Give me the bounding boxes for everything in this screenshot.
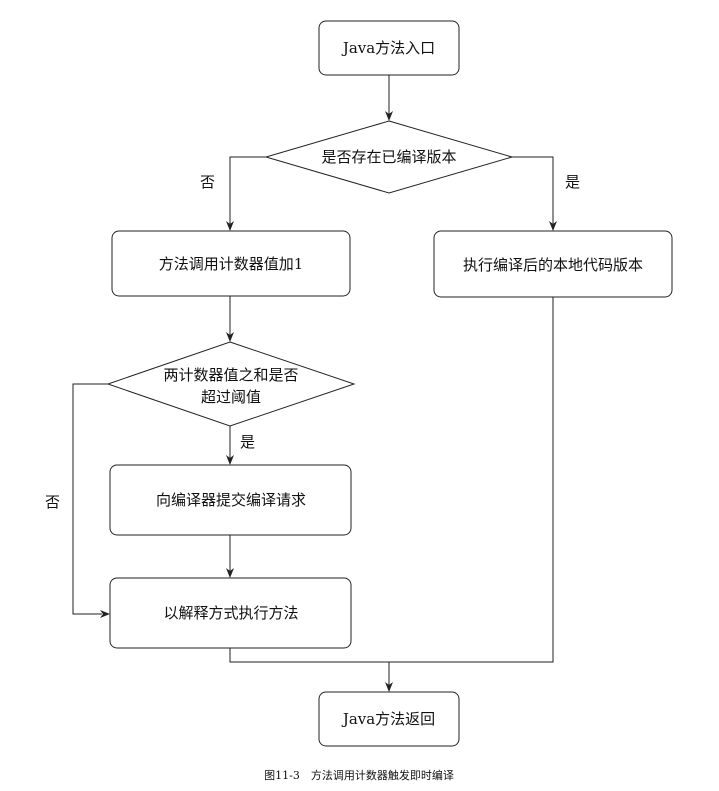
node-return-label: Java方法返回: [341, 710, 435, 728]
node-interpret: 以解释方式执行方法: [109, 577, 352, 649]
decision-compiled-version: 是否存在已编译版本: [264, 120, 514, 194]
arrowhead-icon: [226, 221, 234, 231]
arrowhead-icon: [226, 455, 234, 465]
node-increment-counter: 方法调用计数器值加1: [111, 230, 351, 297]
arrowhead-icon: [100, 610, 110, 618]
node-submit-request: 向编译器提交编译请求: [109, 464, 352, 536]
node-return: Java方法返回: [318, 691, 460, 747]
arrowhead-icon: [226, 332, 234, 342]
arrowhead-icon: [385, 682, 393, 692]
edge-label-compiled-no: 否: [200, 173, 215, 191]
node-interpret-label: 以解释方式执行方法: [163, 604, 298, 622]
decision-threshold-label-line2: 超过阈值: [201, 388, 261, 406]
edges: [72, 75, 557, 692]
node-submit-request-label: 向编译器提交编译请求: [156, 491, 306, 509]
arrowhead-icon: [385, 111, 393, 121]
node-execute-native-label: 执行编译后的本地代码版本: [463, 256, 643, 274]
edge-label-compiled-yes: 是: [565, 173, 580, 191]
edge-interpret-to-merge: [229, 648, 389, 663]
edge-compiled-no: [229, 156, 266, 224]
node-entry: Java方法入口: [318, 20, 460, 76]
arrowhead-icon: [549, 221, 557, 231]
decision-compiled-version-label: 是否存在已编译版本: [321, 148, 456, 166]
decision-threshold: 两计数器值之和是否 超过阈值: [106, 341, 356, 427]
edge-threshold-no: [72, 383, 108, 615]
node-entry-label: Java方法入口: [341, 39, 435, 57]
edge-label-threshold-yes: 是: [240, 433, 255, 451]
edge-label-threshold-no: 否: [45, 493, 60, 511]
edge-native-to-merge: [389, 297, 554, 663]
node-increment-counter-label: 方法调用计数器值加1: [159, 255, 304, 273]
decision-threshold-label-line1: 两计数器值之和是否: [163, 366, 298, 384]
edge-compiled-yes: [512, 156, 554, 224]
node-execute-native: 执行编译后的本地代码版本: [433, 230, 673, 298]
figure-caption: 图11-3 方法调用计数器触发即时编译: [264, 768, 454, 782]
arrowhead-icon: [226, 568, 234, 578]
